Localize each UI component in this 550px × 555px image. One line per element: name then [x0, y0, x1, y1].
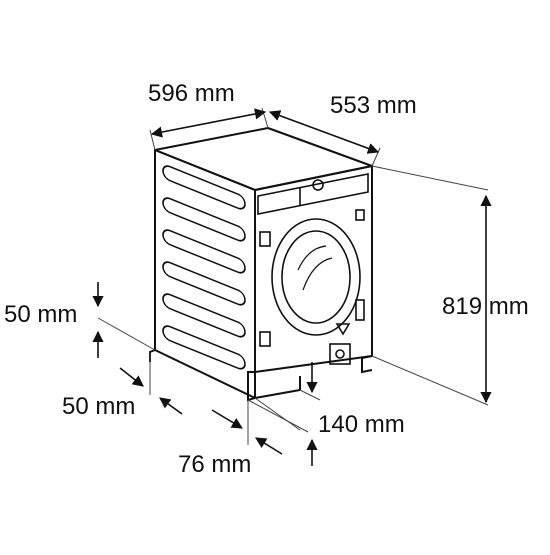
- warning-triangle-icon: [335, 323, 351, 336]
- adjust-side-label: 50 mm: [62, 393, 135, 420]
- drawer-panel: [257, 173, 369, 215]
- machine-side-face: [154, 149, 256, 399]
- plinth-depth-arrow-right: [211, 409, 243, 429]
- width-arrow: [150, 108, 267, 138]
- filter-hatch: [329, 343, 351, 365]
- adjust-side-arrow-right: [119, 367, 144, 387]
- depth-label: 553 mm: [330, 92, 417, 119]
- plinth-height-label: 140 mm: [318, 411, 405, 438]
- adjust-side-arrow-left: [159, 397, 183, 415]
- plinth-depth-label: 76 mm: [178, 451, 251, 478]
- guide-lines: [97, 107, 489, 445]
- dimension-arrows: [92, 108, 492, 466]
- adjust-top-label: 50 mm: [4, 301, 77, 328]
- width-label: 596 mm: [148, 80, 235, 107]
- door-glass: [281, 230, 351, 324]
- door-outer: [271, 218, 361, 336]
- height-label: 819 mm: [442, 293, 529, 320]
- front-details: [257, 173, 369, 365]
- plinth-depth-arrow-left: [255, 437, 283, 455]
- depth-arrow: [268, 110, 380, 154]
- side-panel-ribs: [162, 165, 246, 370]
- control-knob: [312, 179, 324, 191]
